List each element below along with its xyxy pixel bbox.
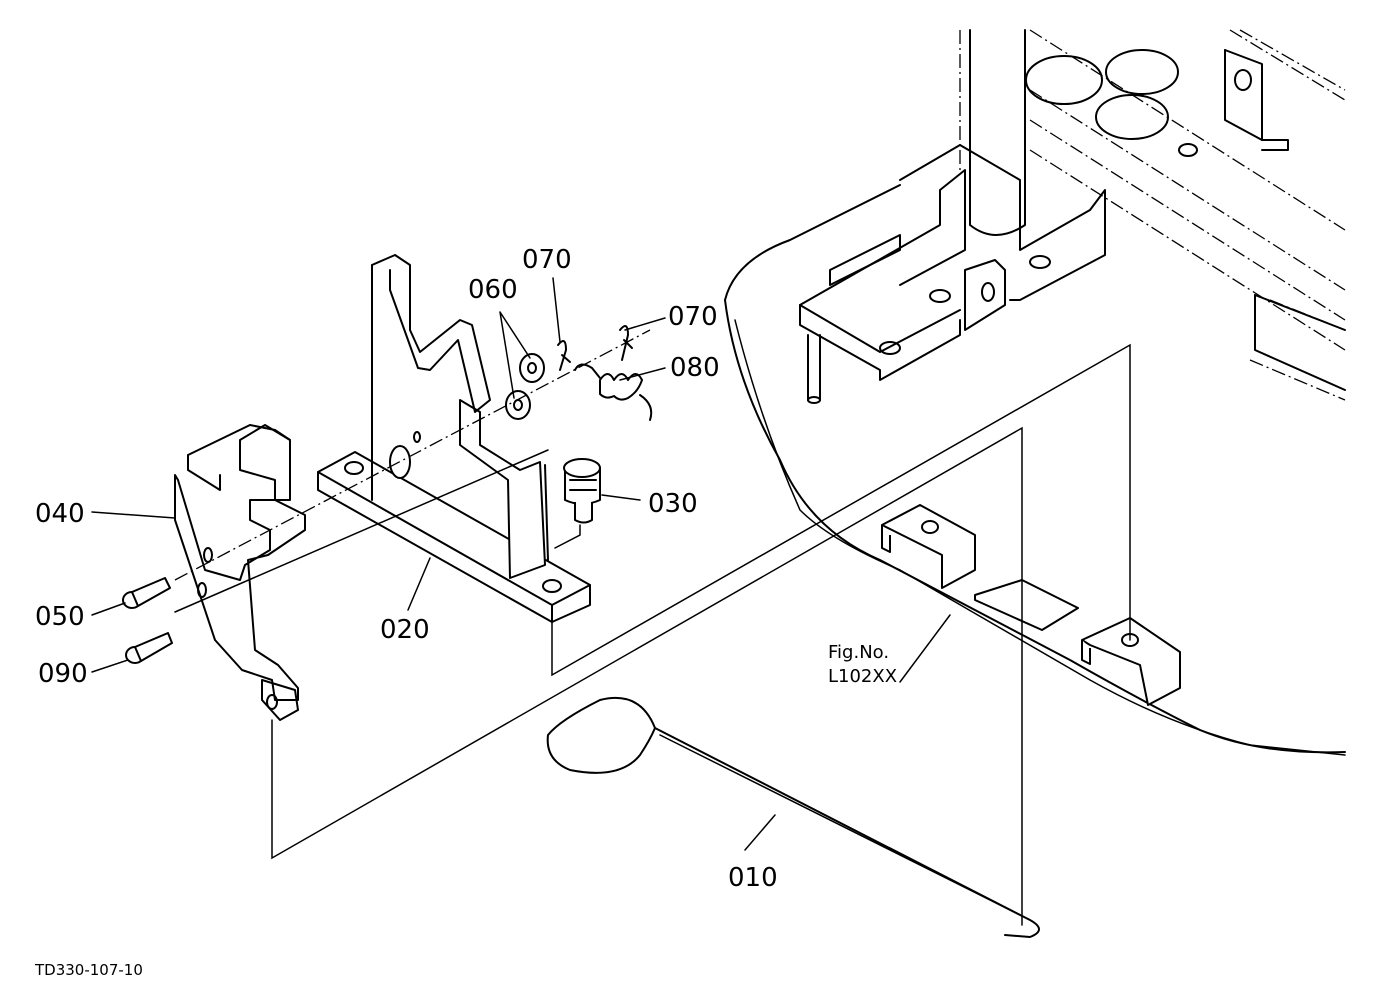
plate-020 xyxy=(317,254,591,623)
spring-080 xyxy=(574,363,653,421)
part-label-070-right: 070 xyxy=(668,302,718,332)
part-label-010: 010 xyxy=(728,863,778,893)
part-label-030: 030 xyxy=(648,489,698,519)
chassis-frame xyxy=(724,29,1346,756)
part-label-020: 020 xyxy=(380,615,430,645)
part-label-050: 050 xyxy=(35,602,85,632)
bracket-040 xyxy=(174,424,306,721)
part-label-040: 040 xyxy=(35,499,85,529)
part-label-070-upper: 070 xyxy=(522,245,572,275)
leader-lines xyxy=(91,277,951,851)
part-label-080: 080 xyxy=(670,353,720,383)
clevis-pin-050 xyxy=(122,577,171,609)
frame-brackets xyxy=(881,504,1181,706)
figure-ref-title[interactable]: Fig.No. xyxy=(828,642,889,663)
stud-030 xyxy=(554,458,601,549)
washers-060 xyxy=(505,353,545,420)
drawing-code: TD330-107-10 xyxy=(34,961,143,979)
clevis-pin-090 xyxy=(125,632,173,664)
part-label-060: 060 xyxy=(468,275,518,305)
part-label-090: 090 xyxy=(38,659,88,689)
figure-ref-number[interactable]: L102XX xyxy=(828,666,897,687)
assembly-lines xyxy=(174,329,1131,926)
clip-pins-070 xyxy=(557,325,633,371)
rod-010 xyxy=(546,696,1040,938)
